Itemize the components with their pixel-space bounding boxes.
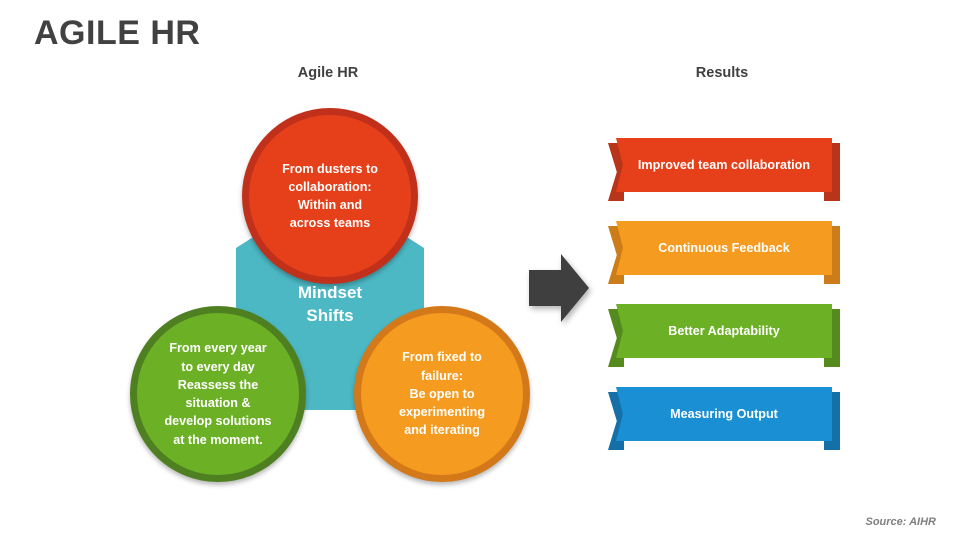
result-item-better-adaptability[interactable]: Better Adaptability	[608, 304, 840, 367]
diagram-circle-reassess-label: From every year to every day Reassess th…	[164, 341, 272, 447]
result-item-label: Better Adaptability	[668, 324, 780, 338]
result-item-label: Measuring Output	[670, 407, 778, 421]
arrow-right-icon	[529, 254, 589, 322]
source-credit: Source: AIHR	[865, 516, 937, 528]
diagram-circle-experimenting[interactable]: From fixed to failure: Be open to experi…	[354, 306, 530, 482]
ribbon-body: Measuring Output	[616, 387, 832, 441]
diagram-circle-reassess[interactable]: From every year to every day Reassess th…	[130, 306, 306, 482]
diagram-circle-collaboration-label: From dusters to collaboration: Within an…	[282, 161, 378, 231]
result-item-label: Continuous Feedback	[658, 241, 790, 255]
page-title: AGILE HR	[34, 14, 201, 52]
mindset-shifts-diagram: Mindset Shifts From dusters to collabora…	[118, 100, 542, 492]
result-item-label: Improved team collaboration	[637, 158, 811, 172]
section-heading-results: Results	[695, 65, 749, 81]
result-item-continuous-feedback[interactable]: Continuous Feedback	[608, 221, 840, 284]
result-item-measuring-output[interactable]: Measuring Output	[608, 387, 840, 450]
result-item-improved-team-collaboration[interactable]: Improved team collaboration	[608, 138, 840, 201]
ribbon-body: Continuous Feedback	[616, 221, 832, 275]
section-heading-agile-hr: Agile HR	[297, 65, 359, 81]
ribbon-body: Improved team collaboration	[616, 138, 832, 192]
center-hexagon-label: Mindset Shifts	[297, 283, 363, 325]
ribbon-body: Better Adaptability	[616, 304, 832, 358]
diagram-circle-experimenting-label: From fixed to failure: Be open to experi…	[398, 350, 486, 438]
diagram-circle-collaboration[interactable]: From dusters to collaboration: Within an…	[242, 108, 418, 284]
